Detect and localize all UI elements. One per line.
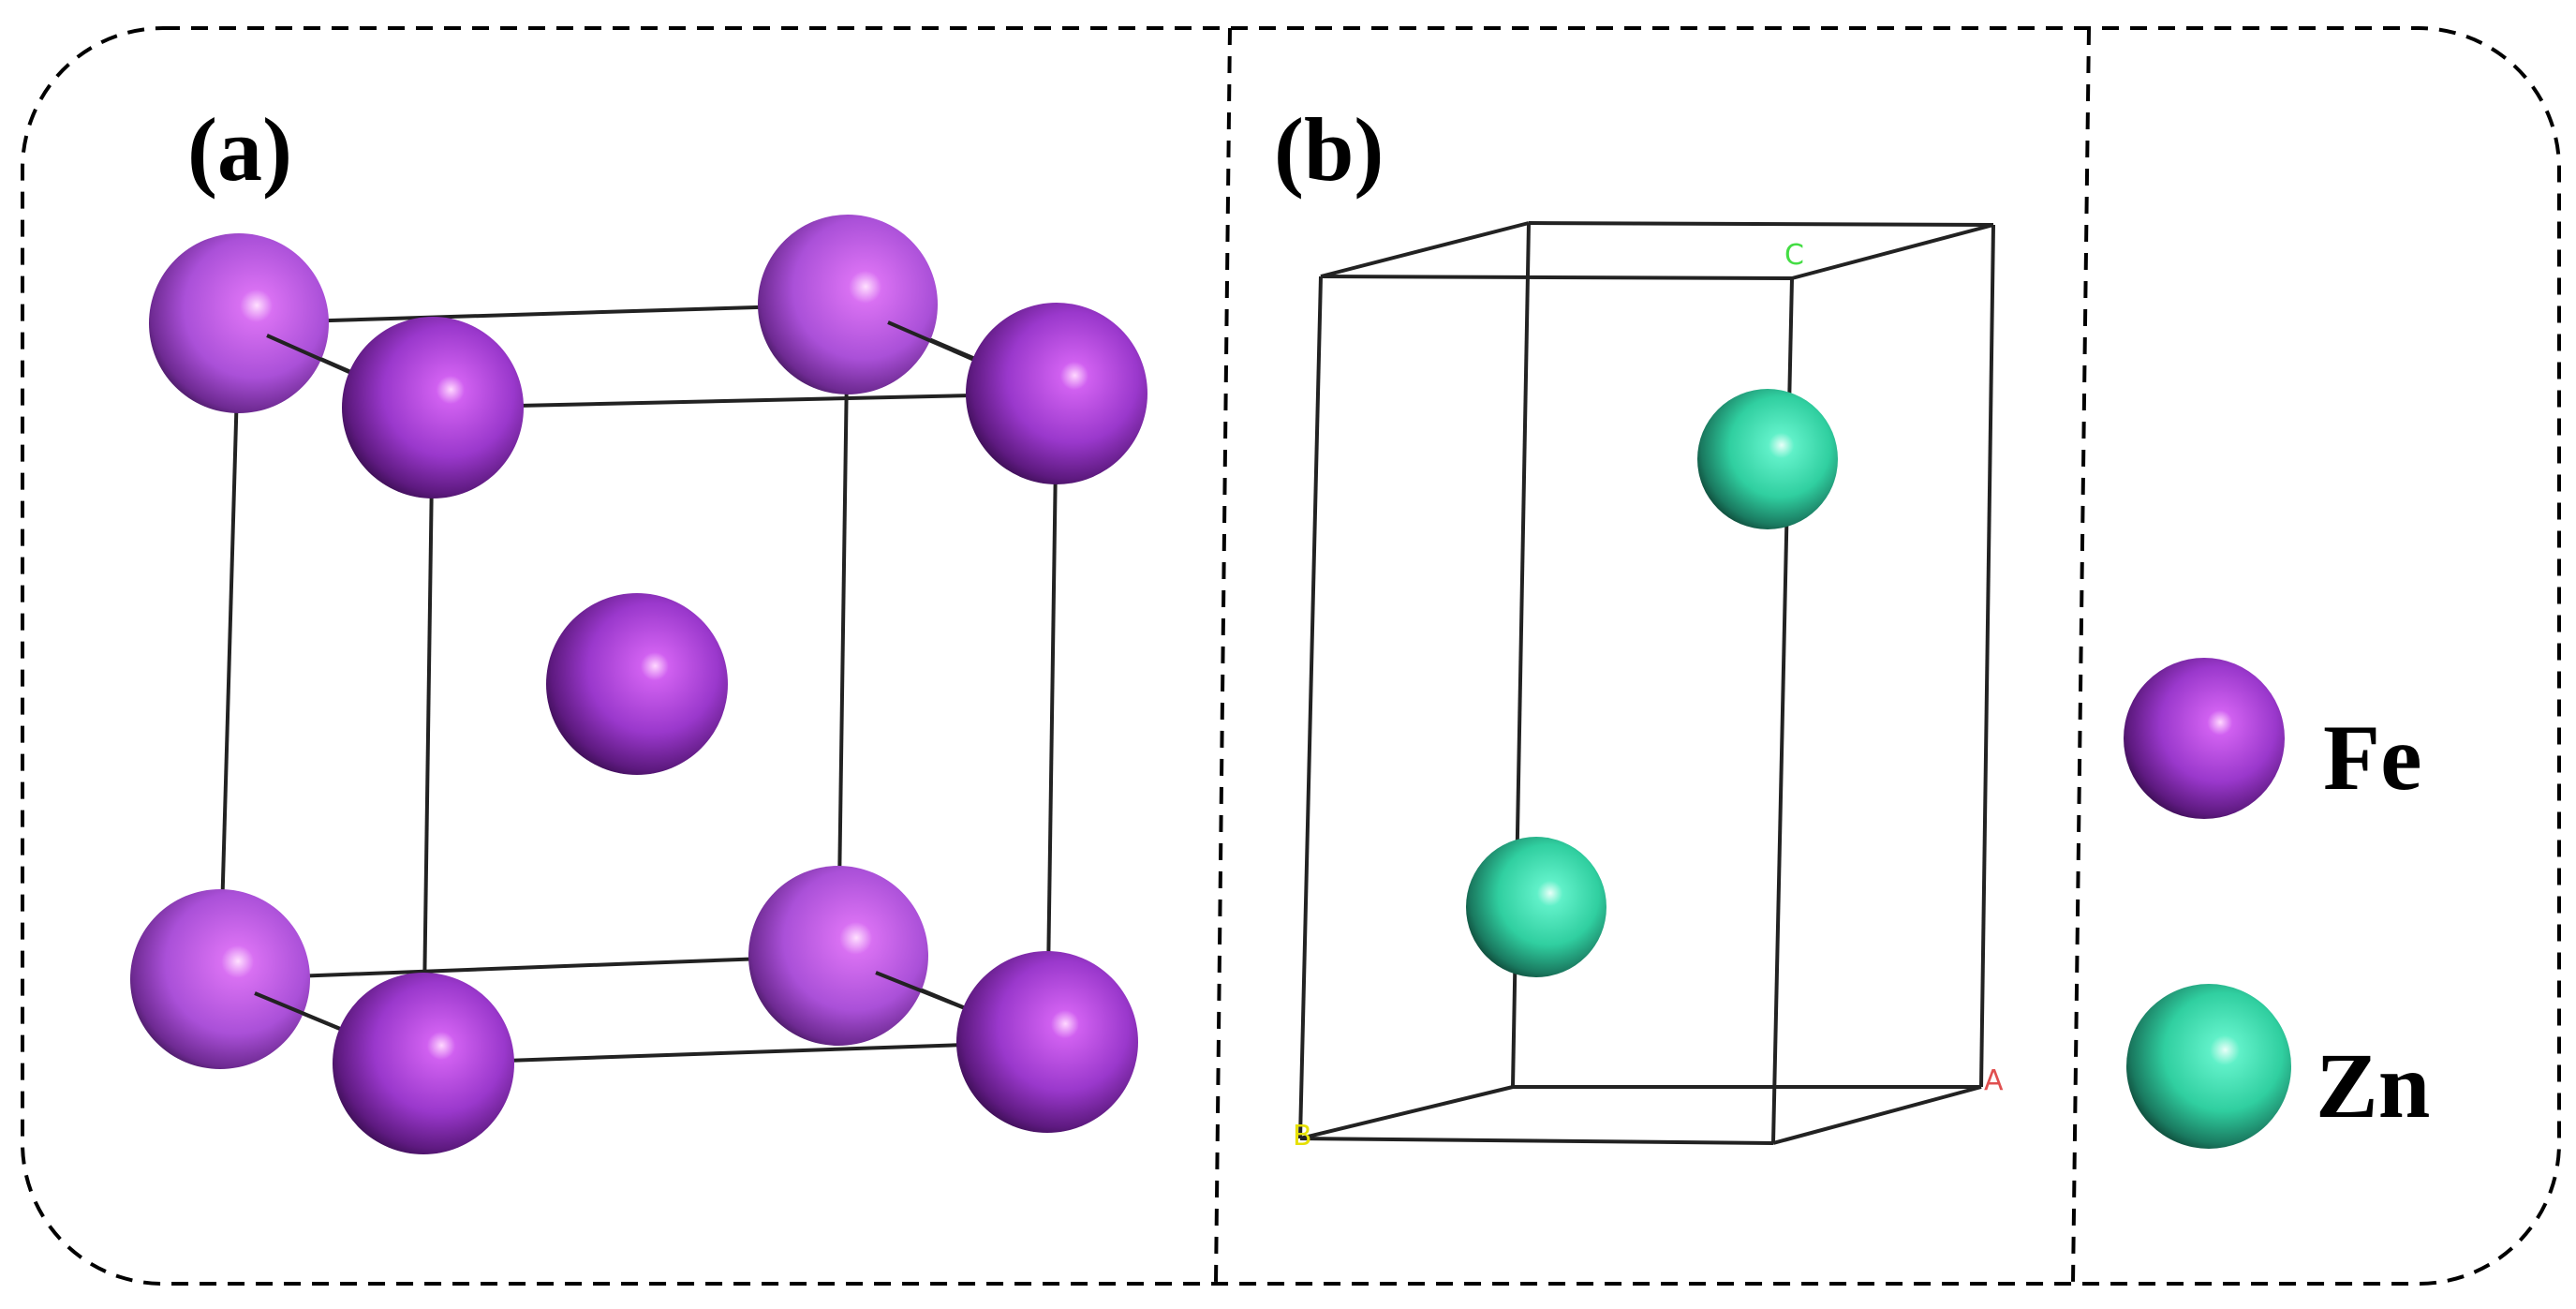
fe-atom-front-top-right: [966, 303, 1147, 484]
fe-atom-body-center: [546, 593, 728, 775]
legend-fe-swatch: [2124, 658, 2285, 819]
fe-atom-front-bottom-right: [956, 951, 1138, 1133]
legend-item-zn: Zn: [2126, 984, 2430, 1149]
panel-b-atoms: [1466, 389, 1838, 977]
fe-atom-back-bottom-right: [748, 866, 928, 1046]
legend-zn-label: Zn: [2316, 1034, 2430, 1138]
fe-atom-back-top-right: [758, 215, 938, 394]
figure-frame: [21, 26, 2561, 1286]
panel-b-axis-labels: C B A: [1293, 239, 2004, 1153]
legend-zn-swatch: [2126, 984, 2291, 1149]
axis-label-a: A: [1984, 1064, 2004, 1097]
legend-fe-label: Fe: [2323, 706, 2421, 810]
panel-a-label: (a): [187, 99, 292, 200]
zn-atom-lower: [1466, 837, 1606, 977]
fe-atom-front-top-left: [342, 317, 524, 498]
panel-a: (a): [130, 99, 1147, 1154]
fe-atom-front-bottom-left: [333, 973, 514, 1154]
divider-right: [2071, 27, 2091, 1285]
panel-b-cell-edges: [1298, 221, 1995, 1145]
outer-dashed-border: [21, 26, 2561, 1286]
panel-b: (b) C B A: [1274, 99, 2004, 1153]
panel-a-atoms: [130, 215, 1147, 1154]
legend-item-fe: Fe: [2124, 658, 2421, 819]
zn-atom-upper: [1697, 389, 1838, 529]
axis-label-c: C: [1784, 239, 1804, 272]
panel-b-label: (b): [1274, 99, 1384, 200]
divider-left: [1214, 27, 1232, 1285]
axis-label-b: B: [1293, 1120, 1312, 1153]
fe-atom-back-top-left: [149, 233, 329, 413]
fe-atom-back-bottom-left: [130, 889, 310, 1069]
legend: Fe Zn: [2124, 658, 2430, 1149]
